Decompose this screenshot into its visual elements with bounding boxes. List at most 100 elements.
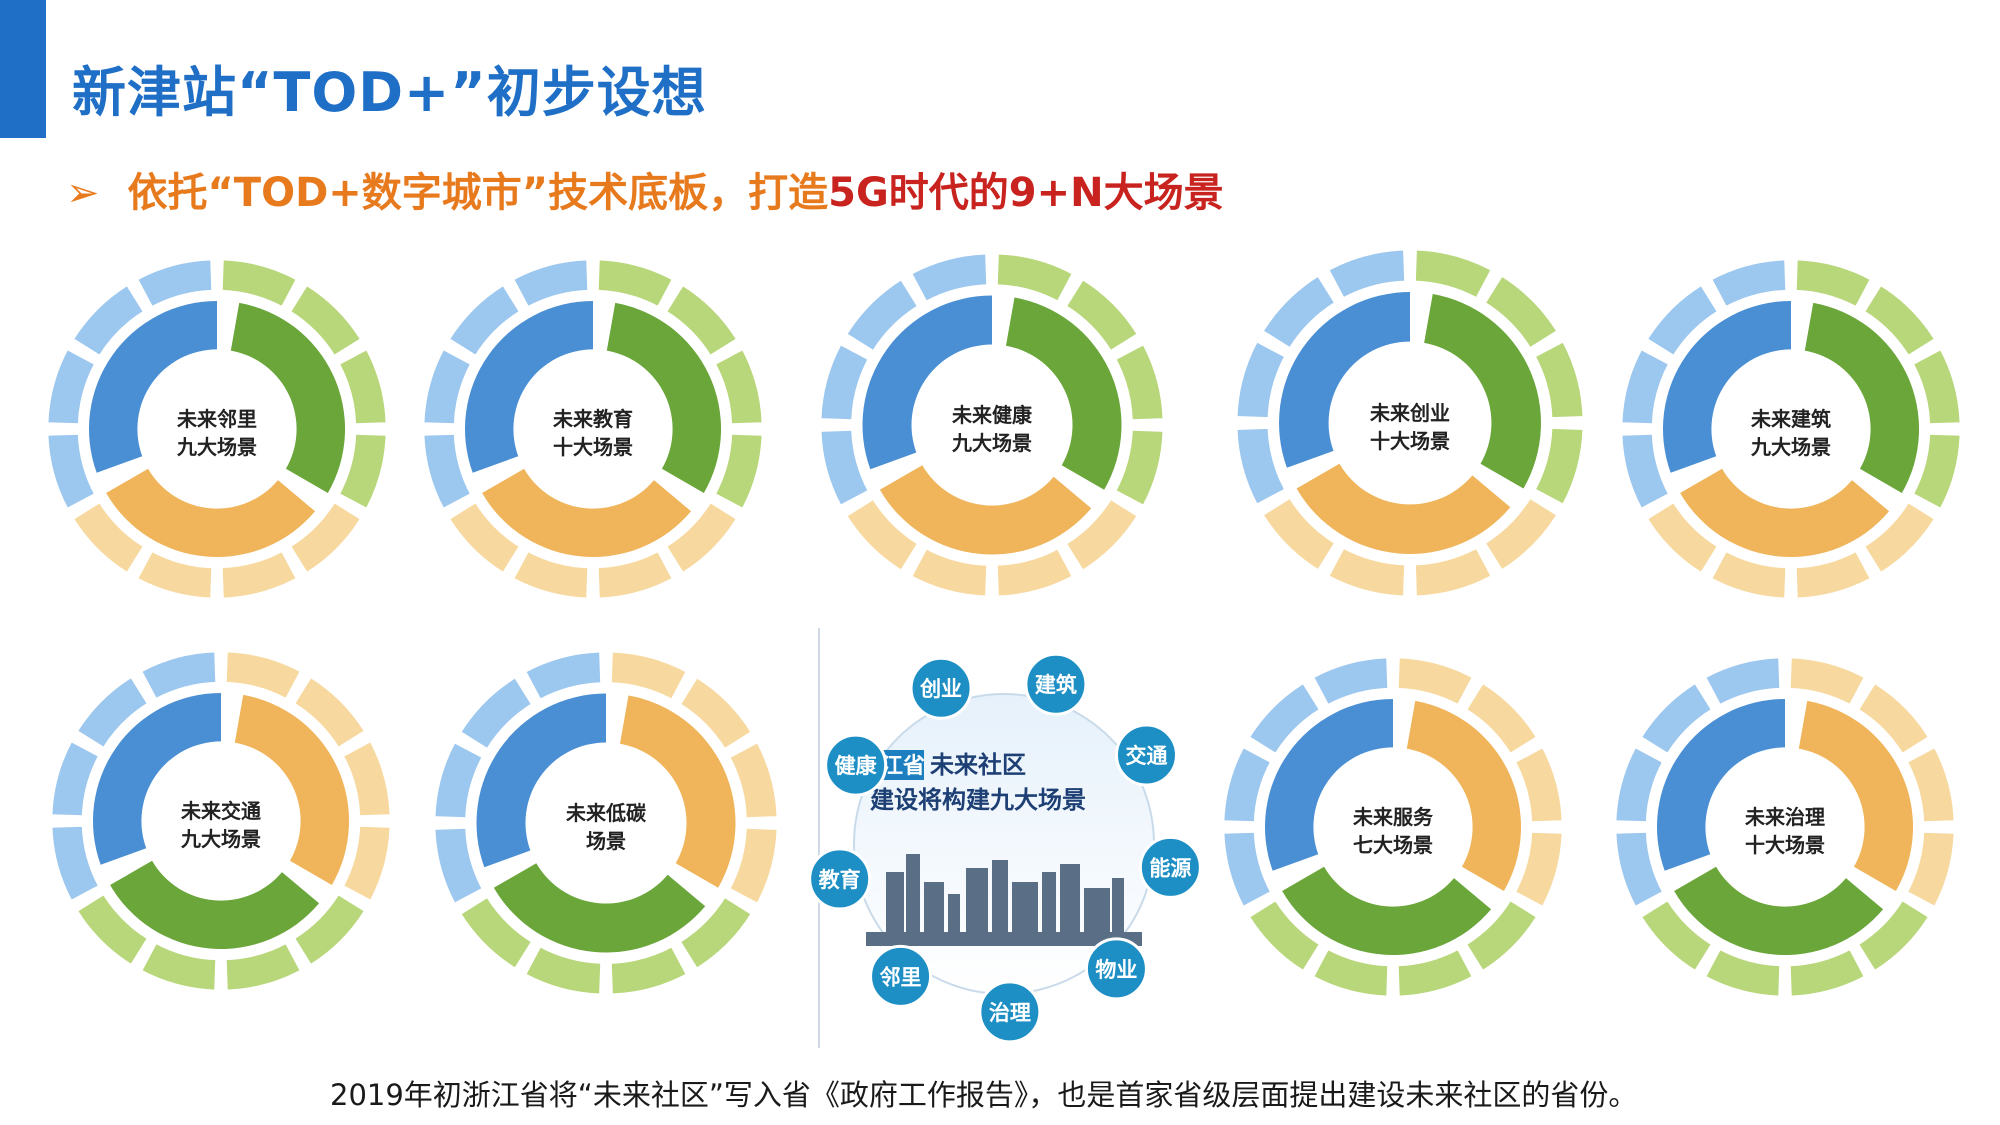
ring-label-line1: 未来健康 bbox=[952, 403, 1032, 427]
ring-graphic bbox=[46, 258, 388, 600]
ring-arc bbox=[862, 295, 992, 470]
ring-core bbox=[148, 748, 294, 894]
ring-tile bbox=[1640, 682, 1713, 755]
subtitle: ➢依托“TOD+数字城市”技术底板，打造5G时代的9+N大场景 bbox=[66, 160, 1224, 218]
ring-label-line1: 未来低碳 bbox=[566, 801, 646, 825]
ring-arc bbox=[1656, 698, 1785, 871]
ring-tile bbox=[819, 343, 870, 422]
ring-arc bbox=[88, 300, 217, 473]
ring-education: 未来教育十大场景 bbox=[420, 256, 766, 602]
ring-tile bbox=[1064, 278, 1139, 353]
ring-tile bbox=[1710, 550, 1788, 600]
ring-tile bbox=[1312, 656, 1390, 706]
ring-tile bbox=[1312, 948, 1390, 998]
ring-tile bbox=[338, 348, 388, 426]
center-panel-graphic: 浙江省 未来社区 建设将构建九大场景 健康创业建筑交通能源物业治理邻里教育 bbox=[808, 652, 1202, 1044]
ring-graphic bbox=[1222, 656, 1564, 998]
scene-bubble bbox=[869, 944, 933, 1008]
ring-tile bbox=[1514, 746, 1564, 824]
ring-tile bbox=[1614, 746, 1664, 824]
ring-tile bbox=[1646, 501, 1719, 574]
ring-service: 未来服务七大场景 bbox=[1218, 654, 1568, 1000]
ring-traffic: 未来交通九大场景 bbox=[48, 648, 394, 994]
ring-tile bbox=[422, 348, 472, 426]
ring-tile bbox=[50, 824, 100, 902]
ring-graphic bbox=[819, 252, 1165, 598]
ring-tile bbox=[1465, 899, 1538, 972]
ring-label-line2: 十大场景 bbox=[1745, 833, 1825, 857]
ring-startup: 未来创业十大场景 bbox=[1230, 246, 1590, 600]
ring-building: 未来建筑九大场景 bbox=[1618, 256, 1964, 602]
ring-tile bbox=[1327, 546, 1406, 598]
scene-bubble-label: 建筑 bbox=[1035, 673, 1077, 697]
ring-tile bbox=[338, 432, 388, 510]
ring-tile bbox=[1906, 830, 1956, 908]
ring-tile bbox=[1261, 274, 1337, 350]
ring-tile bbox=[596, 258, 674, 308]
ring-tile bbox=[512, 550, 590, 600]
divider-line bbox=[818, 628, 820, 1048]
ring-tile bbox=[433, 741, 484, 820]
ring-tile bbox=[76, 893, 149, 966]
ring-core bbox=[532, 749, 680, 897]
ring-tile bbox=[422, 432, 472, 510]
ring-neighbor: 未来邻里九大场景 bbox=[44, 256, 390, 602]
ring-tile bbox=[1620, 348, 1670, 426]
ring-arc bbox=[879, 465, 1092, 555]
ring-tile bbox=[1788, 948, 1866, 998]
scene-bubble bbox=[1138, 835, 1202, 899]
ring-label-line2: 九大场景 bbox=[177, 435, 257, 459]
ring-tile bbox=[910, 252, 989, 303]
ring-tile bbox=[1912, 348, 1962, 426]
ring-tile bbox=[845, 278, 920, 353]
ring-label-line1: 未来邻里 bbox=[177, 407, 257, 431]
ring-graphic bbox=[1620, 258, 1962, 600]
ring-arc bbox=[476, 693, 606, 868]
scene-bubble-label: 交通 bbox=[1125, 744, 1167, 768]
ring-tile bbox=[1857, 899, 1930, 972]
ring-tile bbox=[1857, 682, 1930, 755]
ring-tile bbox=[1222, 830, 1272, 908]
scene-bubble-label: 治理 bbox=[989, 1001, 1031, 1025]
ring-tile bbox=[140, 650, 218, 700]
ring-tile bbox=[995, 252, 1074, 303]
ring-tile bbox=[1248, 899, 1321, 972]
ring-tile bbox=[1710, 258, 1788, 308]
ring-tile bbox=[224, 650, 302, 700]
scene-bubble bbox=[1114, 723, 1178, 787]
banner-text-b: 未来社区 bbox=[930, 751, 1026, 779]
ring-core bbox=[1320, 754, 1466, 900]
ring-tile bbox=[1646, 284, 1719, 357]
ring-graphic bbox=[433, 650, 779, 996]
ring-tile bbox=[609, 945, 688, 996]
ring-tile bbox=[448, 284, 521, 357]
ring-label-line1: 未来创业 bbox=[1370, 401, 1450, 425]
ring-label-line1: 未来教育 bbox=[553, 407, 633, 431]
ring-tile bbox=[995, 547, 1074, 598]
ring-arc bbox=[1662, 300, 1791, 473]
ring-tile bbox=[524, 650, 603, 701]
ring-label-line1: 未来治理 bbox=[1745, 805, 1825, 829]
ring-tile bbox=[342, 824, 392, 902]
ring-arc bbox=[482, 468, 692, 558]
ring-tile bbox=[1261, 496, 1337, 572]
ring-tile bbox=[524, 945, 603, 996]
ring-arc bbox=[1804, 302, 1920, 494]
ring-tile bbox=[1396, 656, 1474, 706]
ring-tile bbox=[50, 740, 100, 818]
ring-arc bbox=[606, 302, 722, 494]
ring-tile bbox=[596, 550, 674, 600]
ring-tile bbox=[1640, 899, 1713, 972]
ring-tile bbox=[1396, 948, 1474, 998]
ring-tile bbox=[1614, 830, 1664, 908]
ring-tile bbox=[1863, 501, 1936, 574]
banner-text-c: 建设将构建九大场景 bbox=[870, 786, 1086, 814]
ring-label-line1: 未来建筑 bbox=[1751, 407, 1831, 431]
ring-label-line2: 十大场景 bbox=[553, 435, 633, 459]
ring-arc bbox=[1005, 297, 1122, 490]
ring-tile bbox=[293, 676, 366, 749]
ring-tile bbox=[609, 650, 688, 701]
ring-tile bbox=[1248, 682, 1321, 755]
center-panel: 浙江省 未来社区 建设将构建九大场景 健康创业建筑交通能源物业治理邻里教育 bbox=[806, 632, 1202, 1044]
ring-arc bbox=[106, 468, 316, 558]
